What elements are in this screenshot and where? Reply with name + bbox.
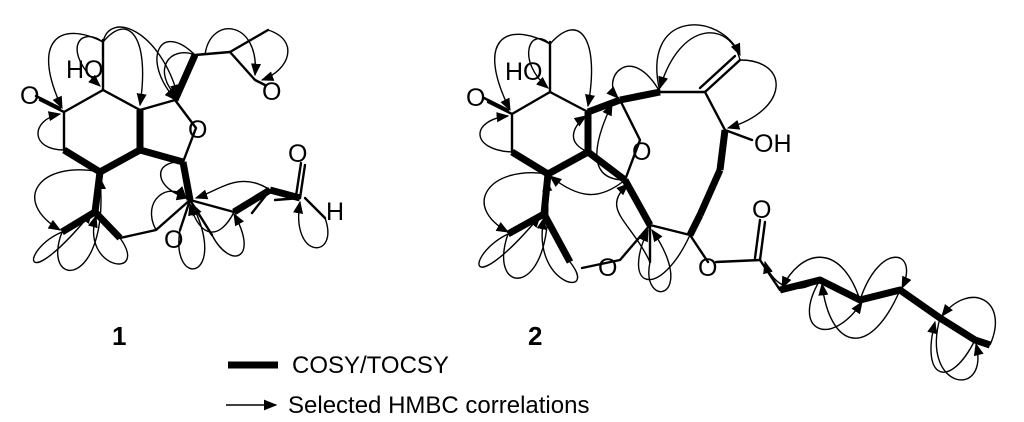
compound-2-carbonyl-oxygen: O	[752, 196, 771, 224]
compound-1-aldehyde-oxygen: O	[288, 140, 307, 168]
compound-1-structure: HO O O O O O H 1	[20, 26, 344, 351]
compound-2-side-hydroxyl-label: OH	[754, 130, 792, 158]
legend-cosy-label: COSY/TOCSY	[292, 352, 449, 379]
compound-2-cosy-bonds	[506, 88, 992, 349]
compound-1-aldehyde-hydrogen: H	[326, 198, 344, 226]
legend: COSY/TOCSY Selected HMBC correlations	[226, 352, 589, 419]
compound-2-ester-oxygen: O	[698, 254, 717, 282]
compound-1-hmbc-arrows	[32, 26, 329, 271]
compound-2-hmbc-arrows	[478, 24, 997, 381]
compound-2-ring-oxygen-lower: O	[598, 254, 617, 282]
legend-hmbc-label: Selected HMBC correlations	[288, 392, 589, 419]
compound-2-structure: HO O O O OH O O	[466, 24, 997, 381]
compound-2-number: 2	[528, 321, 542, 351]
compound-2-hydroxyl-label: HO	[505, 58, 543, 86]
compound-2-ketone-oxygen: O	[466, 84, 485, 112]
compound-1-side-ketone-oxygen: O	[262, 78, 281, 106]
compound-1-ring-oxygen-upper: O	[188, 116, 207, 144]
compound-1-ketone-oxygen: O	[20, 82, 39, 110]
compound-1-number: 1	[112, 321, 126, 351]
compound-2-ring-oxygen-upper: O	[632, 138, 651, 166]
